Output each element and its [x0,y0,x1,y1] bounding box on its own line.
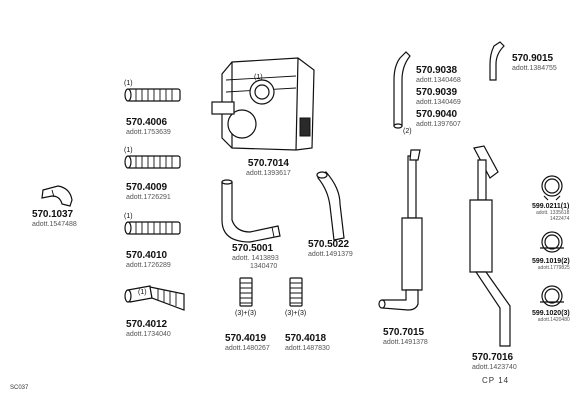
part-570-4009-drawing [124,155,181,169]
part-number: 570.4010 [126,250,167,261]
label-570-4010[interactable]: 570.4010 adott.1726289 [126,250,171,270]
qty-570-4012: (1) [138,289,147,296]
adott-number: adott.1423740 [472,364,517,371]
part-number: 570.9038 [416,65,457,76]
adott-number: adott.1726291 [126,194,171,201]
catalog-page: CP 14 [482,376,510,385]
part-number: 570.5022 [308,239,349,250]
part-number: 570.4019 [225,333,266,344]
part-570-4018-drawing [289,277,303,307]
part-570-9015-drawing [489,41,505,81]
adott-number: adott. 1413893 [232,255,279,262]
part-570-1037-drawing [41,185,73,207]
adott-number: adott.1487830 [285,345,330,352]
qty-570-4019: (3)+(3) [235,310,257,317]
label-570-4019[interactable]: 570.4019 adott.1480267 [225,333,270,353]
part-number: 570.7015 [383,327,424,338]
part-599-1020-drawing [540,285,564,307]
part-599-0211-drawing [541,175,563,201]
adott-number: adott.1480267 [225,345,270,352]
label-570-7016[interactable]: 570.7016 adott.1423740 [472,352,517,372]
label-570-1037[interactable]: 570.1037 adott.1547488 [32,209,77,229]
label-570-5001[interactable]: 570.5001 adott. 1413893 1340470 [232,243,279,271]
part-570-7014-drawing [211,57,315,151]
adott-number: adott.1779825 [537,265,570,271]
part-number: 570.4018 [285,333,326,344]
label-570-7014[interactable]: 570.7014 adott.1393617 [246,158,291,178]
part-570-5022-drawing [316,171,345,241]
qty-570-4009: (1) [124,147,133,154]
part-number: 570.1037 [32,209,73,220]
adott-number: adott.1726289 [126,262,171,269]
label-570-4012[interactable]: 570.4012 adott.1734040 [126,319,171,339]
adott-number: adott.1340469 [416,99,461,106]
adott-number: adott. 1335618 [536,210,570,216]
label-570-4006[interactable]: 570.4006 adott.1753639 [126,117,171,137]
part-570-7016-drawing [469,145,511,347]
part-570-4006-drawing [124,88,181,102]
part-570-4010-drawing [124,221,181,235]
label-570-5022[interactable]: 570.5022 adott.1491379 [308,239,353,259]
part-number: 570.5001 [232,243,273,254]
adott-number: adott.1491378 [383,339,428,346]
part-570-9038-drawing [393,51,411,129]
label-570-9038[interactable]: 570.9038 adott.1340468 [416,65,461,85]
label-570-4009[interactable]: 570.4009 adott.1726291 [126,182,171,202]
part-number: 570.4012 [126,319,167,330]
adott-number: adott.1547488 [32,221,77,228]
adott-number: adott.1734040 [126,331,171,338]
label-599-0211[interactable]: 599.0211(1) adott. 1335618 1422474 [532,203,569,222]
adott-number: adott.1384755 [512,65,557,72]
part-570-7015-drawing [378,149,423,311]
part-number: 570.7016 [472,352,513,363]
part-number: 570.9040 [416,109,457,120]
diagram-code: SC037 [10,385,29,391]
label-570-9015[interactable]: 570.9015 adott.1384755 [512,53,557,73]
part-number: 599.1020(3) [532,310,570,317]
part-number: 599.0211(1) [532,203,570,210]
part-number: 570.7014 [247,158,289,169]
qty-570-9040: (2) [403,128,412,135]
label-570-9039[interactable]: 570.9039 adott.1340469 [416,87,461,107]
part-570-4012-drawing [124,285,185,311]
part-number: 599.1019(2) [532,258,570,265]
part-570-4019-drawing [239,277,253,307]
qty-570-7014: (1) [254,74,263,81]
adott-number-secondary: 1422474 [549,216,570,222]
part-number: 570.4006 [126,117,167,128]
adott-number: adott.1491379 [308,251,353,258]
part-570-5001-drawing [221,179,281,243]
qty-570-4010: (1) [124,213,133,220]
label-599-1019[interactable]: 599.1019(2) adott.1779825 [532,258,570,271]
label-570-9040[interactable]: 570.9040 adott.1397607 [416,109,461,129]
adott-number: adott.1393617 [246,170,291,177]
part-599-1019-drawing [540,231,564,253]
adott-number-secondary: 1340470 [250,263,278,270]
part-number: 570.9039 [416,87,457,98]
adott-number: adott.1340468 [416,77,461,84]
label-570-7015[interactable]: 570.7015 adott.1491378 [383,327,428,347]
part-number: 570.4009 [126,182,167,193]
qty-570-4006: (1) [124,80,133,87]
adott-number: adott.1753639 [126,129,171,136]
label-599-1020[interactable]: 599.1020(3) adott.1420480 [532,310,570,323]
label-570-4018[interactable]: 570.4018 adott.1487830 [285,333,330,353]
part-number: 570.9015 [512,53,553,64]
adott-number: adott.1397607 [416,121,461,128]
qty-570-4018: (3)+(3) [285,310,307,317]
adott-number: adott.1420480 [537,317,570,323]
